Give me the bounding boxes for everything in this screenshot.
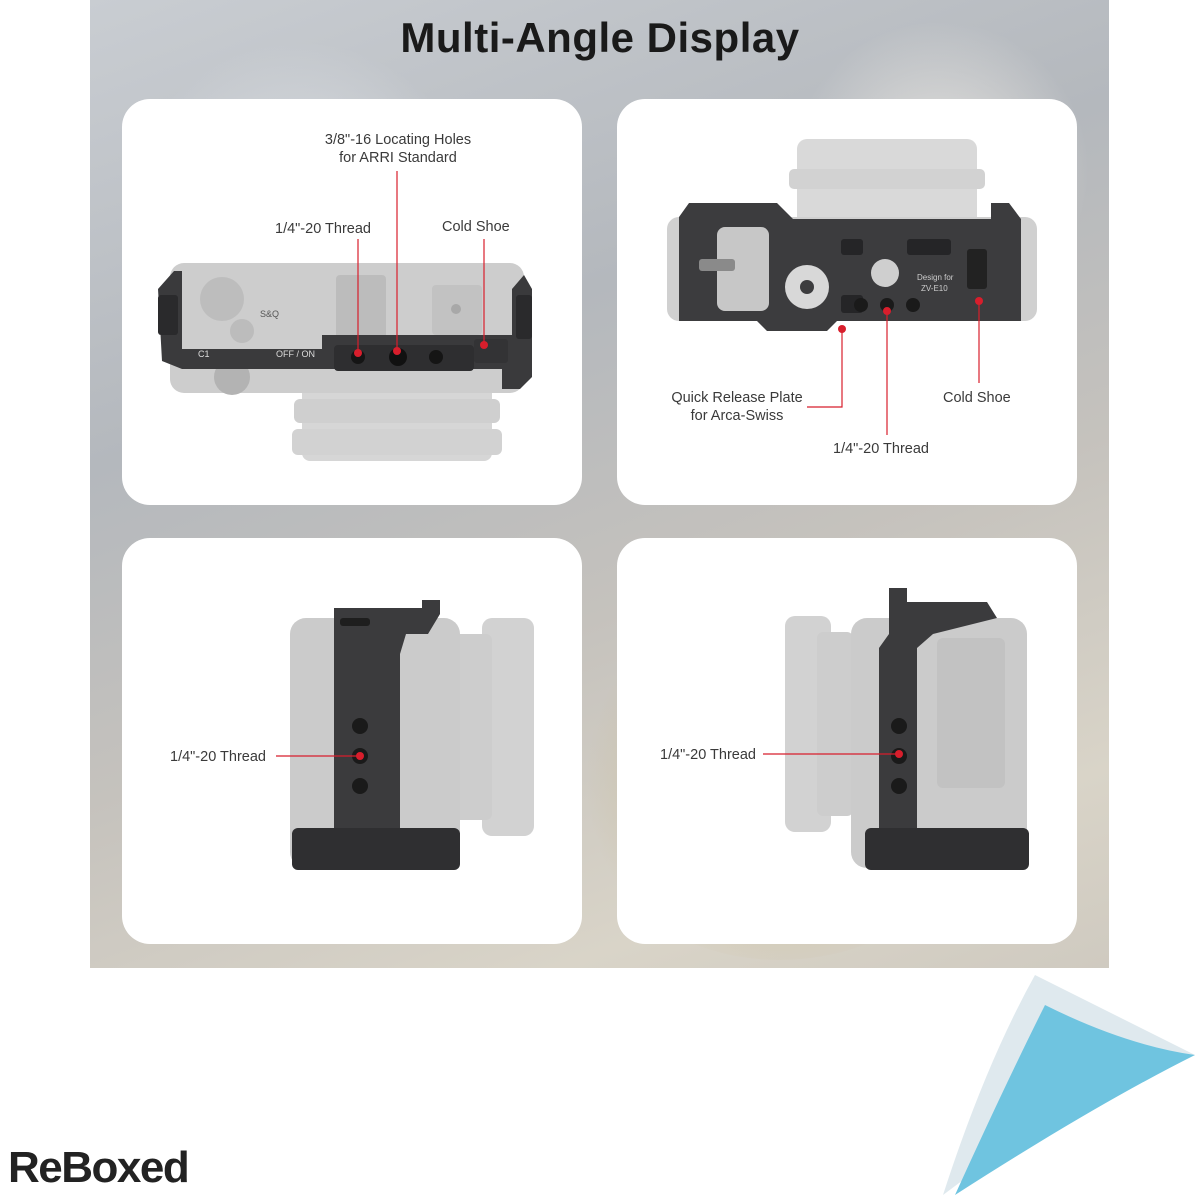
- card-left-side-view: 1/4"-20 Thread: [122, 538, 582, 944]
- brand-logo: ReBoxed: [8, 1143, 190, 1192]
- right-side-illustration: [763, 588, 1029, 870]
- label-quick-release-line2: for Arca-Swiss: [690, 408, 784, 424]
- bottom-view-illustration: [667, 139, 1037, 435]
- card-right-side-view: 1/4"-20 Thread: [617, 538, 1077, 944]
- label-thread: 1/4"-20 Thread: [660, 747, 756, 763]
- label-thread: 1/4"-20 Thread: [275, 221, 371, 237]
- marker-dot: [838, 325, 846, 333]
- marker-dot: [356, 752, 364, 760]
- left-side-illustration: [276, 600, 534, 870]
- page-title: Multi-Angle Display: [400, 14, 800, 61]
- marker-dot: [883, 307, 891, 315]
- marker-dot: [895, 750, 903, 758]
- label-quick-release-line1: Quick Release Plate: [671, 390, 803, 406]
- marker-dot: [480, 341, 488, 349]
- label-thread: 1/4"-20 Thread: [170, 749, 266, 765]
- engraving-design-line1: Design for: [917, 273, 954, 282]
- card-top-view: OFF / ON C1 S&Q 3/8"-16 Locating Holes f…: [122, 99, 582, 505]
- top-view-illustration: [158, 171, 532, 461]
- label-thread: 1/4"-20 Thread: [833, 441, 929, 457]
- marker-dot: [975, 297, 983, 305]
- label-locating-holes-line1: 3/8"-16 Locating Holes: [324, 132, 472, 148]
- marker-dot: [354, 349, 362, 357]
- label-cold-shoe: Cold Shoe: [442, 219, 510, 235]
- label-cold-shoe: Cold Shoe: [943, 390, 1011, 406]
- engraving-on-off: OFF / ON: [276, 349, 315, 359]
- engraving-c1: C1: [198, 349, 210, 359]
- card-bottom-view: Design for ZV-E10 Quick Release Plate fo…: [617, 99, 1077, 505]
- engraving-design-line2: ZV-E10: [921, 284, 948, 293]
- label-locating-holes-line2: for ARRI Standard: [339, 150, 457, 166]
- page-curl-graphic: [943, 975, 1195, 1195]
- engraving-mode: S&Q: [260, 309, 280, 319]
- marker-dot: [393, 347, 401, 355]
